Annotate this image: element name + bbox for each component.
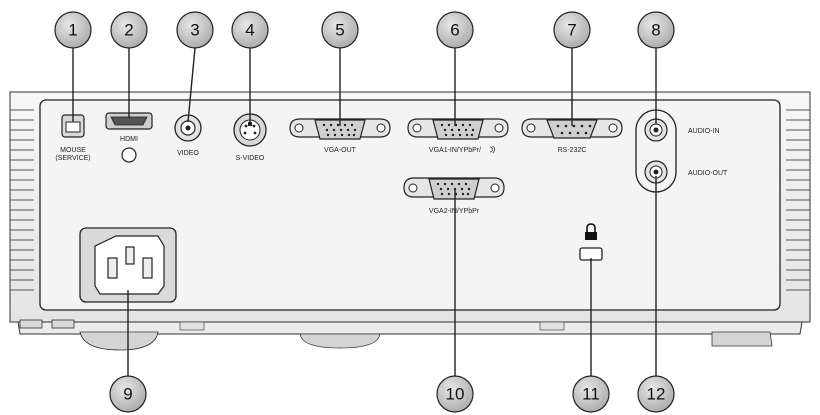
vga2-in-port [403,177,505,200]
svg-text:1: 1 [68,21,77,40]
mouse-label: MOUSE [60,147,86,154]
rs232c-label: RS-232C [558,147,587,154]
callout-1: 1 [54,11,92,49]
right-vent [786,109,810,291]
callout-4: 4 [231,11,269,49]
svg-text:4: 4 [245,21,254,40]
svg-text:7: 7 [567,21,576,40]
vga1-in-port [407,118,509,140]
rs232c-port [521,118,623,139]
vga-out-port [289,118,391,140]
lock-icon [585,223,597,240]
svg-text:6: 6 [450,21,459,40]
audio-out-label: AUDIO-OUT [688,170,728,177]
video-label: VIDEO [177,150,199,157]
ac-power-socket [79,227,177,303]
front-foot-right [711,331,773,347]
svg-text:10: 10 [446,385,465,404]
svg-text:9: 9 [123,385,132,404]
callout-5: 5 [321,11,359,49]
front-foot-left [79,331,159,351]
svg-text:3: 3 [190,21,199,40]
svg-text:8: 8 [651,21,660,40]
svg-text:12: 12 [647,385,666,404]
vga-out-label: VGA-OUT [324,147,357,154]
svideo-label: S-VIDEO [236,155,265,162]
mouse-sub-label: (SERVICE) [55,155,90,162]
callout-9: 9 [109,375,147,413]
vga1-in-label: VGA1-IN/YPbPr/ [429,147,481,154]
svg-text:5: 5 [335,21,344,40]
callout-6: 6 [436,11,474,49]
svg-text:2: 2 [124,21,133,40]
callout-11: 11 [572,375,610,413]
callout-10: 10 [436,375,474,413]
callout-12: 12 [637,375,675,413]
leader-lines [72,47,657,377]
svg-text:11: 11 [582,385,600,404]
hdmi-label: HDMI [120,136,138,143]
callout-2: 2 [110,11,148,49]
callout-7: 7 [553,11,591,49]
callout-8: 8 [637,11,675,49]
input-signal-icon [489,145,495,154]
mouse-usb-port [61,114,85,138]
callout-3: 3 [176,11,214,49]
left-vent [10,109,34,291]
audio-in-label: AUDIO-IN [688,128,720,135]
front-foot-mid [299,333,381,349]
